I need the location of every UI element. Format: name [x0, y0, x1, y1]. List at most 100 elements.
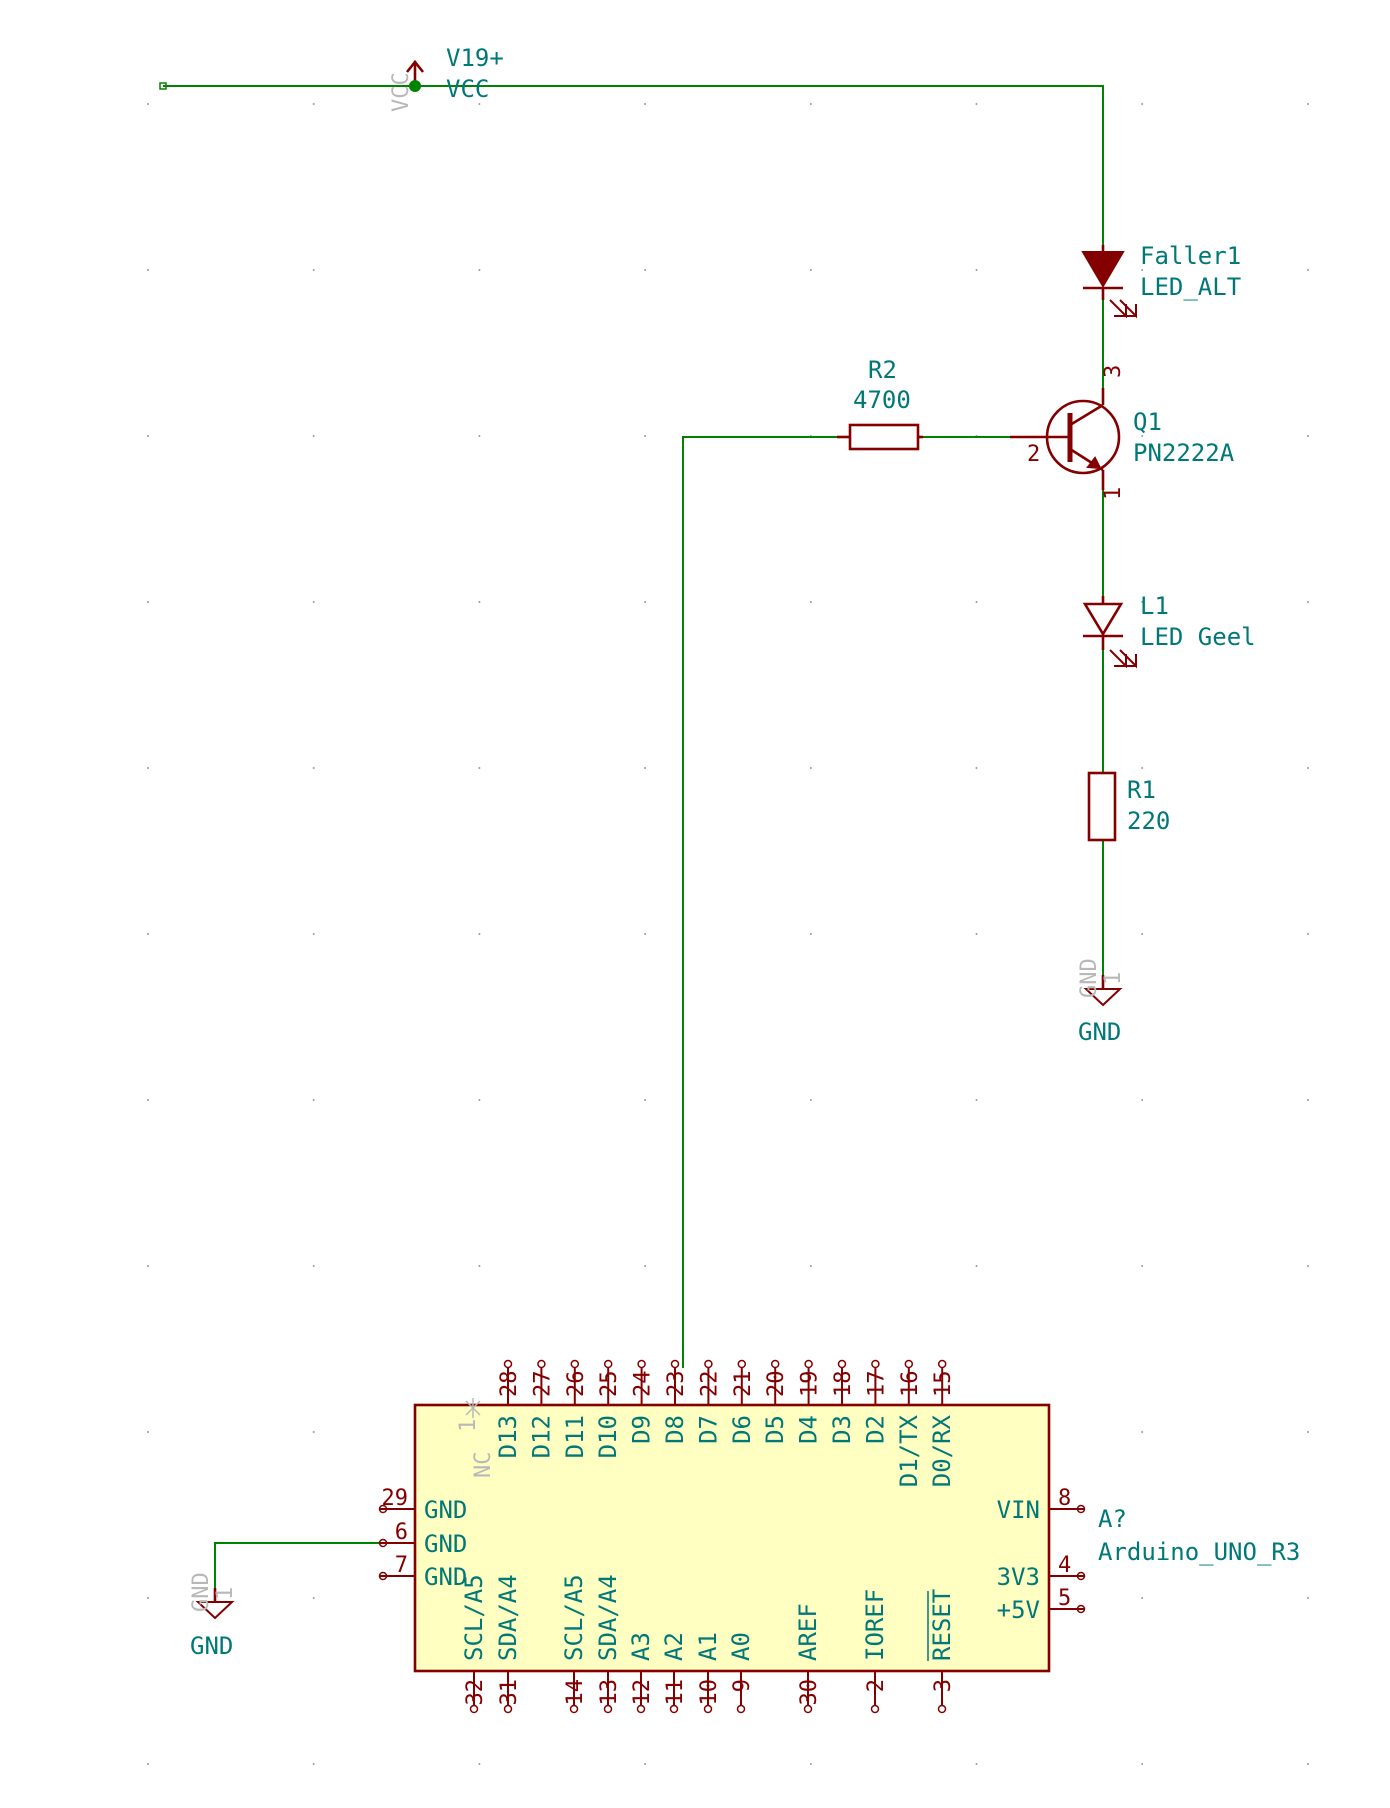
q1-pin-emitter: 1: [1101, 487, 1126, 500]
grid-dot: [478, 601, 481, 603]
grid-dot: [1141, 1597, 1144, 1599]
arduino-uno-r3[interactable]: 28D1327D1226D1125D1024D923D822D721D620D5…: [378, 1359, 1301, 1714]
pin-end-circle[interactable]: [704, 1359, 713, 1369]
d8-to-r2-wire[interactable]: [682, 436, 837, 1368]
arduino-pin-name: D12: [527, 1415, 555, 1458]
grid-dot: [644, 1265, 647, 1267]
grid-dot: [1306, 933, 1309, 935]
pin-end-circle[interactable]: [570, 1359, 580, 1369]
pin-end-circle[interactable]: [469, 1704, 479, 1714]
gnd-left-ghost: GND: [189, 1572, 214, 1612]
pin-end-circle[interactable]: [770, 1359, 780, 1369]
pin-end-circle[interactable]: [1076, 1504, 1086, 1514]
grid-dot: [975, 103, 978, 105]
led-light-arrows-icon: [1109, 649, 1137, 669]
grid-dot: [147, 933, 149, 935]
pin-end-circle[interactable]: [804, 1359, 813, 1369]
grid-dot: [312, 601, 315, 603]
pin-end-circle[interactable]: [737, 1359, 747, 1369]
arduino-pin-number: 5: [1058, 1586, 1071, 1611]
grid-dot: [975, 1099, 978, 1101]
grid-dot: [147, 1099, 149, 1101]
nc-label: NC: [471, 1452, 496, 1479]
pin-end-circle[interactable]: [736, 1704, 746, 1714]
arduino-pin-number: 19: [798, 1371, 823, 1398]
grid-dot: [644, 103, 647, 105]
resistor-r2[interactable]: R2 4700: [837, 356, 923, 451]
arduino-pin-number: 12: [630, 1679, 655, 1706]
grid-dot: [147, 1597, 149, 1599]
gnd-symbol-right[interactable]: GND 1 GND: [1077, 958, 1126, 1046]
pin-end-circle[interactable]: [378, 1504, 388, 1514]
grid-dot: [809, 1265, 812, 1267]
pin-end-circle[interactable]: [378, 1571, 388, 1581]
grid-dot: [147, 1763, 149, 1765]
grid-dot: [1141, 1431, 1144, 1433]
pin-end-circle[interactable]: [637, 1359, 646, 1369]
arduino-pin-name: D1/TX: [895, 1414, 923, 1487]
resistor-r1[interactable]: R1 220: [1087, 771, 1170, 842]
arduino-pin-name: D9: [628, 1415, 656, 1444]
q1-value: PN2222A: [1133, 439, 1235, 467]
q1-ref: Q1: [1133, 408, 1162, 436]
grid-dot: [312, 435, 315, 437]
led-l1[interactable]: L1 LED Geel: [1082, 592, 1256, 669]
grid-dot: [1141, 269, 1144, 271]
pin-end-circle[interactable]: [569, 1704, 579, 1714]
arduino-pin-number: 6: [395, 1520, 408, 1545]
gnd-left-wire[interactable]: [214, 1542, 385, 1588]
pin-end-circle[interactable]: [378, 1538, 388, 1548]
pin-end-circle[interactable]: [937, 1704, 947, 1714]
pin-end-circle[interactable]: [1076, 1604, 1086, 1614]
pin-end-circle[interactable]: [871, 1359, 880, 1369]
grid-dot: [1306, 601, 1309, 603]
pin-end-circle[interactable]: [503, 1704, 513, 1714]
pin-end-circle[interactable]: [837, 1359, 847, 1369]
gnd-symbol-left[interactable]: GND 1 GND: [189, 1572, 238, 1660]
pin-end-circle[interactable]: [803, 1704, 813, 1714]
gnd-right-pin: 1: [1101, 972, 1126, 985]
arduino-pin-number: 4: [1058, 1553, 1071, 1578]
pin-end-circle[interactable]: [937, 1359, 947, 1369]
arduino-pin-number: 13: [597, 1679, 622, 1706]
led-faller1[interactable]: Faller1 LED_ALT: [1081, 242, 1241, 319]
pin-end-circle[interactable]: [870, 1704, 880, 1714]
arduino-pin-name: AREF: [794, 1603, 822, 1661]
q1-pin-base: 2: [1027, 442, 1040, 467]
arduino-pin-name: IOREF: [861, 1589, 889, 1661]
r1-ref: R1: [1127, 776, 1156, 804]
grid-dot: [147, 767, 149, 769]
pin-end-circle[interactable]: [670, 1359, 680, 1369]
pin-end-circle[interactable]: [669, 1704, 679, 1714]
pin-end-circle[interactable]: [1076, 1571, 1086, 1581]
arduino-pin-number: 27: [530, 1371, 555, 1398]
arduino-body[interactable]: [413, 1403, 1051, 1673]
pin-end-circle[interactable]: [904, 1359, 914, 1369]
faller1-ref: Faller1: [1140, 242, 1241, 270]
arduino-pin-number: 11: [663, 1679, 688, 1706]
grid-dot: [1306, 1265, 1309, 1267]
grid-dot: [478, 269, 481, 271]
vcc-wire[interactable]: [163, 85, 1104, 245]
arduino-pin-name: D10: [594, 1415, 622, 1458]
transistor-q1[interactable]: 2 3 1 Q1 PN2222A: [1010, 365, 1235, 500]
grid-dot: [147, 435, 149, 437]
vcc-power-symbol[interactable]: VCC V19+ VCC: [389, 44, 504, 112]
grid-dot: [1141, 601, 1144, 603]
nc-pin-num: 1: [456, 1419, 481, 1432]
pin-end-circle[interactable]: [503, 1359, 513, 1369]
grid-dot: [312, 1763, 315, 1765]
arduino-pin-number: 21: [731, 1371, 756, 1398]
pin-end-circle[interactable]: [603, 1359, 613, 1369]
grid-dot: [644, 601, 647, 603]
grid-dot: [1141, 103, 1144, 105]
grid-dot: [312, 1431, 315, 1433]
pin-end-circle[interactable]: [603, 1704, 613, 1714]
pin-end-circle[interactable]: [636, 1704, 646, 1714]
pin-end-circle[interactable]: [703, 1704, 713, 1714]
grid-dot: [478, 103, 481, 105]
pin-end-circle[interactable]: [537, 1359, 546, 1369]
gnd-left-label: GND: [190, 1632, 233, 1660]
grid-dot: [147, 103, 149, 105]
